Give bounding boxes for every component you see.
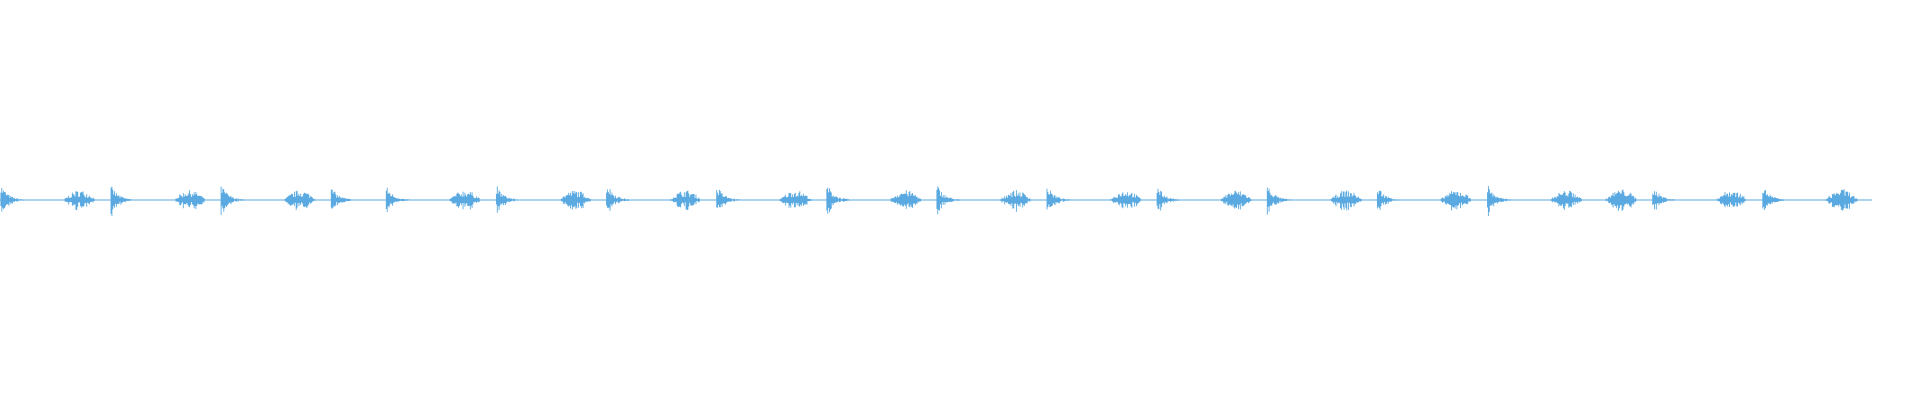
waveform-roll bbox=[448, 191, 482, 210]
waveform-roll bbox=[1329, 190, 1363, 211]
waveform-roll bbox=[62, 191, 97, 211]
waveform-roll bbox=[558, 190, 592, 210]
waveform-segment-path bbox=[1376, 190, 1407, 210]
waveform-segment-path bbox=[219, 186, 251, 215]
waveform-roll bbox=[1439, 191, 1473, 211]
waveform-transient bbox=[495, 186, 526, 213]
waveform-segment-path bbox=[172, 190, 207, 209]
waveform-segment-path bbox=[329, 189, 361, 209]
waveform-transient bbox=[825, 187, 857, 214]
waveform-transient bbox=[384, 187, 416, 213]
waveform-roll bbox=[1108, 192, 1143, 209]
waveform-roll bbox=[998, 190, 1033, 212]
waveform-transient bbox=[935, 186, 967, 215]
waveform-segment-path bbox=[1329, 190, 1363, 211]
waveform-segment-path bbox=[825, 187, 857, 214]
waveform-segment-path bbox=[1045, 188, 1077, 210]
waveform-transient bbox=[219, 186, 251, 215]
waveform-segment-path bbox=[1155, 188, 1187, 211]
waveform-segment-path bbox=[495, 186, 526, 213]
waveform-segment-path bbox=[888, 190, 923, 209]
waveform-roll bbox=[668, 190, 702, 210]
waveform-roll bbox=[1714, 192, 1748, 208]
waveform-segment-path bbox=[109, 186, 141, 217]
waveform-segment-path bbox=[1108, 192, 1143, 209]
waveform-roll bbox=[1604, 189, 1638, 211]
waveform-segment-path bbox=[1265, 187, 1297, 215]
waveform-segment-path bbox=[1439, 191, 1473, 211]
waveform-segment-path bbox=[1219, 190, 1253, 210]
waveform-segment-path bbox=[1604, 189, 1638, 211]
waveform-transient bbox=[1761, 189, 1793, 210]
waveform-roll bbox=[172, 190, 207, 209]
waveform-segment-path bbox=[1549, 190, 1583, 210]
waveform-segment-path bbox=[998, 190, 1033, 212]
waveform-segment-path bbox=[283, 190, 317, 210]
waveform-segment-path bbox=[1824, 189, 1859, 211]
waveform-roll bbox=[1549, 190, 1583, 210]
waveform-transient bbox=[329, 189, 361, 209]
waveform-transient bbox=[1651, 191, 1682, 210]
waveform-segment-path bbox=[715, 189, 746, 208]
waveform-segment-path bbox=[935, 186, 967, 215]
waveform-roll bbox=[1824, 189, 1859, 211]
waveform-transient bbox=[1045, 188, 1077, 210]
waveform-segment-path bbox=[1651, 191, 1682, 210]
waveform-segment-path bbox=[384, 187, 416, 213]
waveform-segment-path bbox=[558, 190, 592, 210]
waveform-segment-path bbox=[668, 190, 702, 210]
waveform-segment-path bbox=[778, 191, 812, 208]
waveform-transient bbox=[109, 186, 141, 217]
waveform-transient bbox=[0, 188, 31, 212]
waveform-roll bbox=[283, 190, 317, 210]
waveform-transient bbox=[715, 189, 746, 208]
waveform-transient bbox=[1155, 188, 1187, 211]
waveform-segment-path bbox=[448, 191, 482, 210]
waveform-roll bbox=[1219, 190, 1253, 210]
waveform-transient bbox=[1265, 187, 1297, 215]
waveform-roll bbox=[778, 191, 812, 208]
waveform-segment-path bbox=[1761, 189, 1793, 210]
waveform-segment-path bbox=[0, 188, 31, 212]
waveform-segment-path bbox=[62, 191, 97, 211]
waveform-transient bbox=[605, 189, 636, 211]
waveform-transient bbox=[1376, 190, 1407, 210]
waveform-transient bbox=[1486, 186, 1517, 217]
waveform-segment-path bbox=[1714, 192, 1748, 208]
waveform-segment-path bbox=[605, 189, 636, 211]
waveform-segment-path bbox=[1486, 186, 1517, 217]
waveform-roll bbox=[888, 190, 923, 209]
